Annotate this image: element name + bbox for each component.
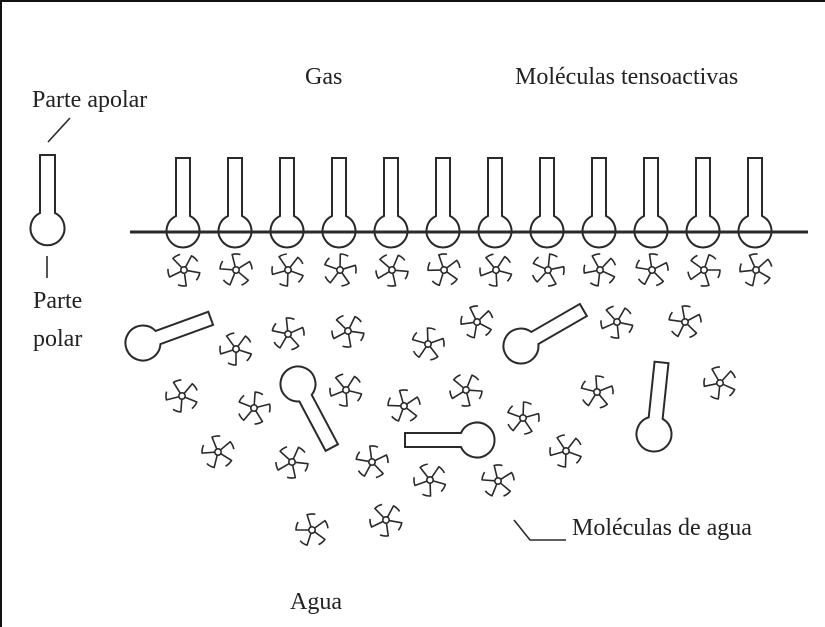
water-molecule-icon (473, 457, 520, 504)
water-molecule-icon (732, 247, 778, 293)
interface-surfactant-icon (323, 158, 356, 247)
water-molecule-icon (159, 375, 203, 419)
interface-surfactant-icon (583, 158, 616, 247)
water-molecule-icon (498, 394, 545, 441)
water-molecule-icon (230, 385, 276, 431)
water-molecule-icon (403, 320, 450, 367)
interface-surfactant-icon (427, 158, 460, 247)
water-molecule-icon (265, 249, 308, 292)
water-molecule-icon (287, 507, 334, 554)
interface-surfactant-icon (531, 158, 564, 247)
water-molecule-icon (366, 501, 405, 540)
water-molecule-icon (408, 460, 450, 502)
water-molecule-icon (325, 370, 366, 411)
polar-part-label-line1: Parte (33, 288, 82, 314)
interface-surfactant-icon (478, 158, 511, 247)
interface-surfactant-icon (635, 158, 668, 247)
interface-surfactant-icon (271, 158, 304, 247)
water-leader-line (514, 520, 566, 540)
interface-surfactant-icon (687, 158, 720, 247)
dissolved-surfactant-icon (405, 423, 495, 458)
water-molecule-icon (347, 438, 395, 486)
water-molecule-icon (164, 251, 203, 290)
interface-surfactant-icon (738, 158, 771, 247)
water-molecule-icon (686, 254, 720, 288)
water-molecule-icon (263, 310, 310, 357)
interface-surfactant-icon (167, 158, 200, 247)
water-molecule-icon (577, 248, 622, 293)
legend-surfactant-icon (31, 155, 65, 245)
surfactant-molecules-label: Moléculas tensoactivas (515, 64, 738, 90)
water-molecule-icon (627, 246, 675, 294)
water-molecule-icon (697, 361, 741, 405)
water-molecule-icon (211, 246, 258, 293)
water-molecule-icon (596, 303, 636, 343)
interface-surfactant-row (167, 158, 772, 247)
water-molecule-icon (328, 313, 366, 351)
water-molecule-icon (214, 328, 256, 370)
dissolved-surfactant-icon (635, 361, 679, 454)
nonpolar-part-label: Parte apolar (32, 87, 147, 113)
water-molecule-icon (453, 300, 498, 345)
water-molecule-icon (572, 368, 619, 415)
gas-label: Gas (305, 64, 342, 90)
water-molecule-icon (273, 444, 310, 481)
nonpolar-leader-line (48, 118, 70, 142)
water-molecule-icon (543, 430, 586, 473)
water-molecule-icon (660, 298, 708, 346)
water-molecule-icon (373, 253, 409, 289)
dissolved-surfactant-icon (121, 302, 217, 366)
dissolved-surfactant-icon (274, 360, 347, 455)
water-molecule-icon (315, 246, 362, 293)
water-molecule-icon (379, 383, 426, 430)
water-molecule-icon (419, 247, 466, 294)
water-molecules-group (159, 246, 778, 553)
dissolved-surfactant-icon (497, 295, 592, 370)
water-label: Agua (290, 589, 342, 615)
water-molecule-icon (194, 429, 240, 475)
interface-surfactant-icon (375, 158, 408, 247)
interface-surfactant-icon (218, 158, 251, 247)
water-molecule-icon (474, 250, 515, 291)
water-molecule-icon (524, 247, 570, 293)
polar-part-label-line2: polar (33, 326, 82, 352)
water-molecule-icon (447, 373, 483, 409)
water-molecules-label: Moléculas de agua (572, 515, 752, 541)
